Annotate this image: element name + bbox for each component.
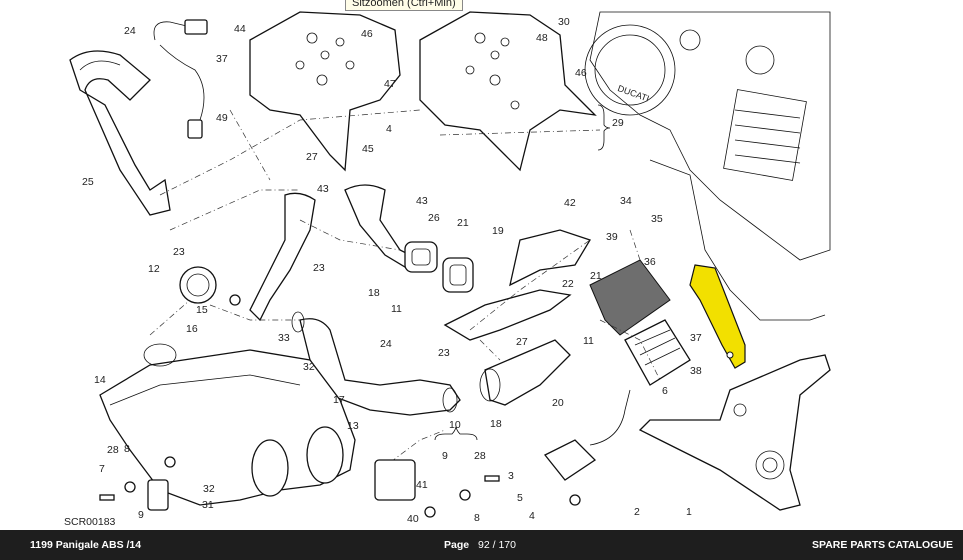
callout-label: 41 xyxy=(416,479,428,491)
callout-label: 21 xyxy=(590,270,602,282)
callout-label: 28 xyxy=(107,444,119,456)
exploded-parts-diagram[interactable]: DUCATI xyxy=(0,0,963,530)
heat-shield-right xyxy=(419,11,597,172)
callout-label: 3 xyxy=(508,470,514,482)
flange-21 xyxy=(442,257,474,293)
cover-37 xyxy=(624,319,691,386)
callout-label: 33 xyxy=(278,332,290,344)
callout-label: 27 xyxy=(306,151,318,163)
callout-label: 35 xyxy=(651,213,663,225)
callout-label: 24 xyxy=(380,338,392,350)
callout-label: 42 xyxy=(564,197,576,209)
brace-29 xyxy=(597,104,611,151)
callout-label: 8 xyxy=(124,443,130,455)
callout-label: 13 xyxy=(347,420,359,432)
callout-labels: 24 44 37 46 47 49 27 4 45 30 48 46 29 25… xyxy=(82,16,702,525)
callout-label: 24 xyxy=(124,25,136,37)
brace-10 xyxy=(434,426,478,441)
callout-label: 48 xyxy=(536,32,548,44)
heat-shield-22 xyxy=(443,289,572,341)
actuator-3 xyxy=(543,389,631,481)
callout-label: 22 xyxy=(562,278,574,290)
callout-label: 28 xyxy=(474,450,486,462)
callout-label: 9 xyxy=(138,509,144,521)
callout-label: 4 xyxy=(529,510,535,522)
callout-label: 14 xyxy=(94,374,106,386)
svg-text:DUCATI: DUCATI xyxy=(616,83,650,104)
page-footer: 1199 Panigale ABS /14 Page 92 / 170 SPAR… xyxy=(0,530,963,560)
lambda-sensor-top xyxy=(153,19,208,139)
callout-label: 12 xyxy=(148,263,160,275)
engine-block: DUCATI xyxy=(584,11,831,261)
catalogue-title: SPARE PARTS CATALOGUE xyxy=(812,539,953,551)
callout-label: 40 xyxy=(407,513,419,525)
callout-label: 47 xyxy=(384,78,396,90)
callout-label: 27 xyxy=(516,336,528,348)
highlighted-bracket-38[interactable] xyxy=(689,264,746,369)
callout-label: 21 xyxy=(457,217,469,229)
callout-label: 7 xyxy=(99,463,105,475)
exhaust-pipe-25 xyxy=(69,50,171,216)
callout-label: 32 xyxy=(303,361,315,373)
callout-label: 43 xyxy=(317,183,329,195)
callout-label: 31 xyxy=(202,499,214,511)
page-indicator: Page 92 / 170 xyxy=(444,539,516,551)
callout-label: 30 xyxy=(558,16,570,28)
callout-label: 19 xyxy=(492,225,504,237)
callout-label: 49 xyxy=(216,112,228,124)
callout-label: 44 xyxy=(234,23,246,35)
callout-label: 29 xyxy=(612,117,624,129)
zoom-tooltip: Sitzoomen (Ctrl+Min) xyxy=(345,0,463,11)
heat-shield-39 xyxy=(589,259,671,336)
flange-12 xyxy=(179,266,217,304)
callout-label: 23 xyxy=(313,262,325,274)
callout-label: 11 xyxy=(583,335,594,347)
callout-label: 4 xyxy=(386,123,392,135)
callout-label: 11 xyxy=(391,303,402,315)
heat-shield-left xyxy=(249,11,401,172)
callout-label: 15 xyxy=(196,304,208,316)
flange-26 xyxy=(404,241,438,273)
page-label: Page xyxy=(444,539,470,551)
callout-label: 2 xyxy=(634,506,640,518)
callout-label: 36 xyxy=(644,256,656,268)
callout-label: 38 xyxy=(690,365,702,377)
callout-label: 37 xyxy=(216,53,228,65)
callout-label: 10 xyxy=(449,419,461,431)
frame-subassembly xyxy=(638,354,831,511)
callout-label: 18 xyxy=(368,287,380,299)
pipe-20 xyxy=(479,339,571,406)
callout-label: 20 xyxy=(552,397,564,409)
callout-label: 6 xyxy=(662,385,668,397)
callout-label: 32 xyxy=(203,483,215,495)
callout-label: 18 xyxy=(490,418,502,430)
shield-42 xyxy=(509,229,591,287)
diagram-code: SCR00183 xyxy=(64,516,116,528)
cable-35 xyxy=(649,159,826,321)
callout-label: 23 xyxy=(438,347,450,359)
callout-label: 43 xyxy=(416,195,428,207)
callout-label: 17 xyxy=(333,394,345,406)
callout-label: 23 xyxy=(173,246,185,258)
fasteners xyxy=(99,294,581,518)
callout-label: 45 xyxy=(362,143,374,155)
callout-label: 8 xyxy=(474,512,480,524)
model-name: 1199 Panigale ABS /14 xyxy=(30,539,142,551)
collector-pipes xyxy=(249,184,461,416)
callout-label: 16 xyxy=(186,323,198,335)
callout-label: 39 xyxy=(606,231,618,243)
silencer-13 xyxy=(99,343,356,506)
callout-label: 46 xyxy=(361,28,373,40)
callout-label: 46 xyxy=(575,67,587,79)
callout-label: 1 xyxy=(686,506,692,518)
callout-label: 9 xyxy=(442,450,448,462)
callout-label: 37 xyxy=(690,332,702,344)
page-number: 92 / 170 xyxy=(478,539,516,551)
callout-label: 5 xyxy=(517,492,523,504)
callout-label: 34 xyxy=(620,195,632,207)
callout-label: 26 xyxy=(428,212,440,224)
callout-label: 25 xyxy=(82,176,94,188)
